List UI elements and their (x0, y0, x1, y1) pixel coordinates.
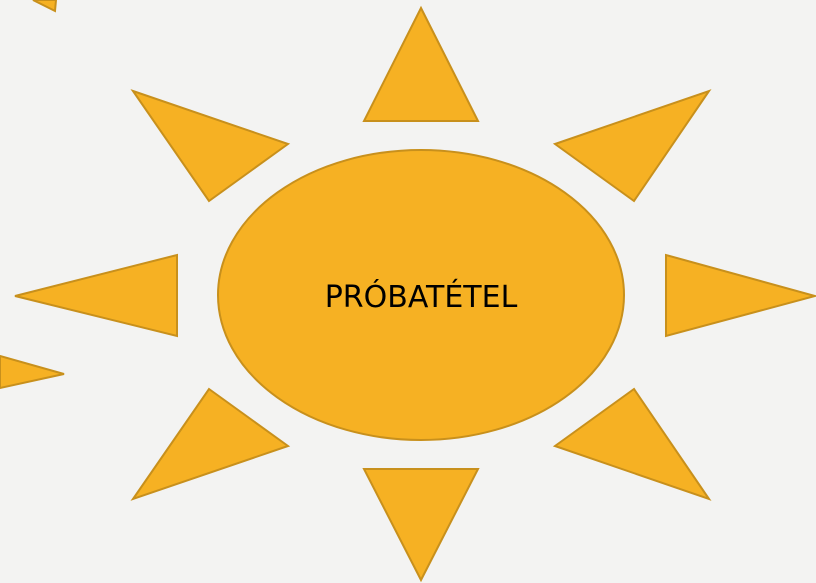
ray-partial-top-left (32, 0, 58, 13)
center-label: PRÓBATÉTEL (325, 278, 518, 315)
ray-bottom-left[interactable] (130, 387, 291, 501)
ray-bottom[interactable] (362, 468, 480, 583)
ray-left[interactable] (14, 253, 178, 338)
ray-top-right[interactable] (552, 89, 712, 203)
sun-core[interactable] (217, 149, 625, 441)
ray-top-left[interactable] (130, 89, 291, 203)
ray-top[interactable] (362, 5, 480, 122)
ray-bottom-right[interactable] (552, 387, 712, 501)
ray-partial-left (0, 354, 65, 390)
ray-right[interactable] (665, 253, 816, 338)
